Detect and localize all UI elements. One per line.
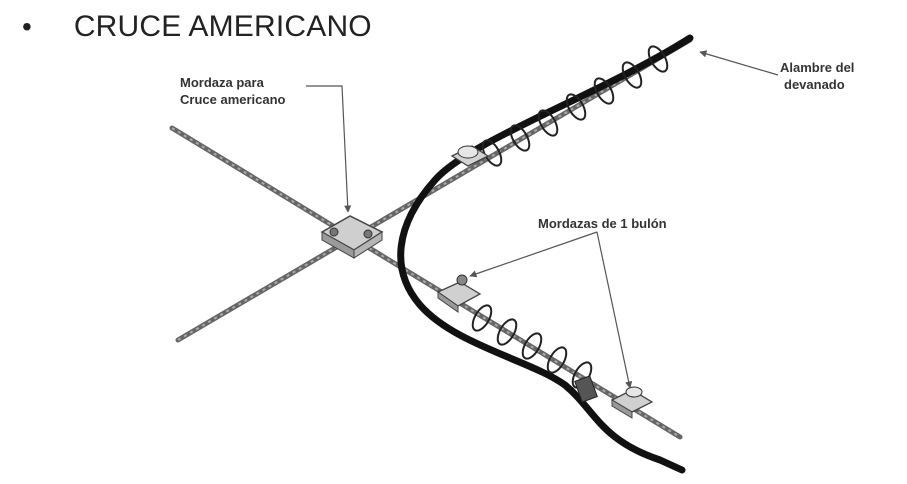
slide-heading: • CRUCE AMERICANO xyxy=(22,10,372,44)
label-winding-line1: Alambre del xyxy=(780,60,854,75)
winding-wire xyxy=(397,34,694,474)
helical-wraps-lower xyxy=(471,304,593,389)
leader-lines xyxy=(306,50,779,389)
single-bolt-clamp-1 xyxy=(436,274,482,313)
label-clamp-line2: Cruce americano xyxy=(180,92,286,107)
single-bolt-clamp-2 xyxy=(610,386,654,419)
label-clamp-line1: Mordaza para xyxy=(180,75,265,90)
coupler-piece xyxy=(574,375,598,403)
label-single-bolt: Mordazas de 1 bulón xyxy=(538,216,667,231)
helical-wraps-upper xyxy=(481,45,669,167)
slide-title: CRUCE AMERICANO xyxy=(73,10,372,43)
upper-clamp xyxy=(450,145,490,167)
label-winding-line2: devanado xyxy=(784,77,845,92)
conductor-diagonal-b xyxy=(175,37,693,343)
bullet-icon: • xyxy=(22,11,32,42)
cross-clamp xyxy=(320,215,384,259)
conductor-diagonal-a xyxy=(169,125,683,440)
